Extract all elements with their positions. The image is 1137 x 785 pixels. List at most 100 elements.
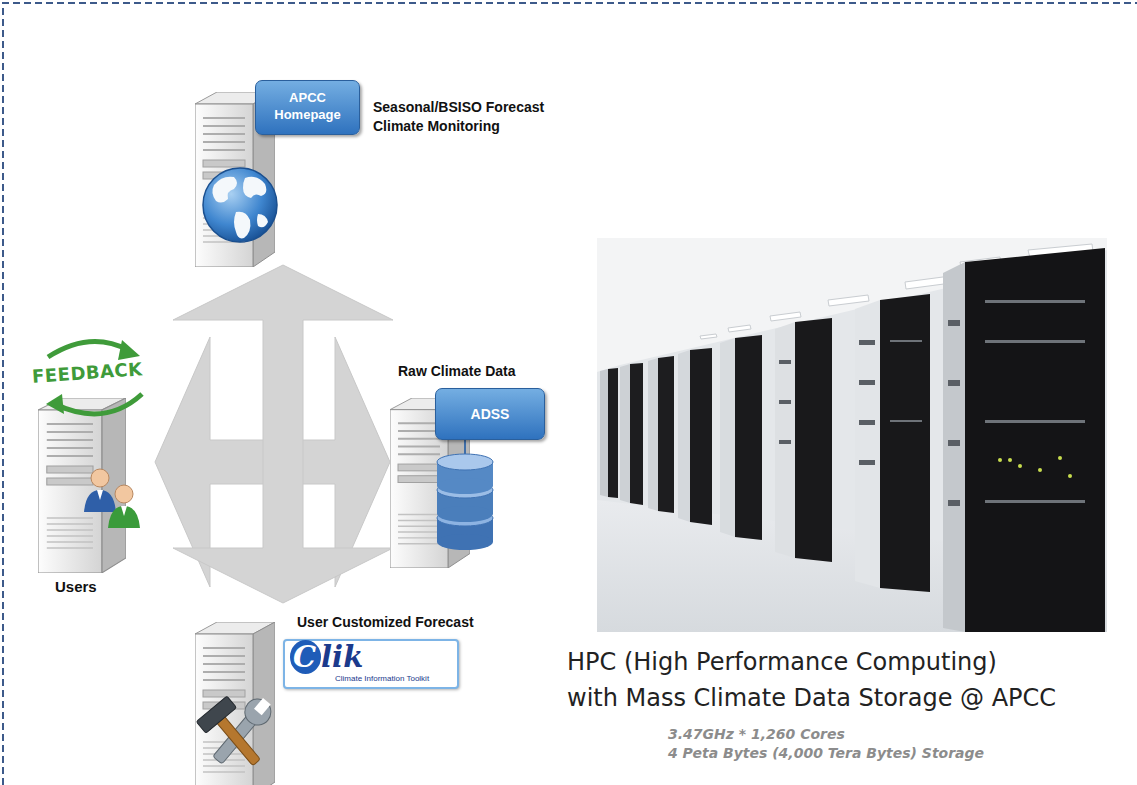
server-rack <box>855 300 880 588</box>
feedback-label: FEEDBACK <box>31 358 143 387</box>
globe-icon <box>234 212 250 239</box>
hpc-photo <box>890 300 1085 503</box>
user-icons <box>91 469 109 487</box>
hpc-photo <box>1058 456 1062 460</box>
hpc-photo <box>1038 468 1042 472</box>
tools-icon <box>196 696 272 775</box>
server-rack <box>775 322 795 558</box>
hpc-photo <box>948 380 960 386</box>
hpc-photo <box>1068 474 1072 478</box>
server-rack <box>658 356 674 513</box>
tools-icon <box>254 698 271 715</box>
server-icon <box>38 398 126 573</box>
caption-line: HPC (High Performance Computing) <box>567 648 997 676</box>
user-icons <box>84 490 116 512</box>
feedback-arrowheads <box>118 340 140 360</box>
hpc-photo <box>779 360 791 364</box>
globe-icon <box>243 177 266 198</box>
hpc-photo <box>998 458 1002 462</box>
hpc-photo <box>779 440 791 444</box>
spec-note: 4 Peta Bytes (4,000 Tera Bytes) Storage <box>668 745 984 761</box>
tools-icon <box>240 694 277 731</box>
user-icons <box>121 506 127 516</box>
database-icon <box>464 438 466 456</box>
server-icon <box>38 92 470 785</box>
server-rack <box>608 368 618 498</box>
server-rack <box>735 335 762 540</box>
server-rack <box>943 262 965 632</box>
hpc-photo <box>770 312 801 321</box>
service-caption: User Customized Forecast <box>297 613 557 632</box>
database-icon <box>437 478 493 494</box>
server-rack <box>720 338 735 537</box>
hpc-photo <box>1008 458 1012 462</box>
logo-text: Clik <box>290 642 363 673</box>
toolkit-server-node: ClikClimate Information Toolkit User Cust… <box>190 603 561 785</box>
database-icon <box>437 454 493 470</box>
hpc-photo <box>948 320 960 326</box>
spec-note: 3.47GHz * 1,260 Cores <box>668 726 845 742</box>
hpc-photo <box>779 400 791 404</box>
hpc-photo <box>998 456 1072 478</box>
server-rack <box>690 348 712 525</box>
server-rack <box>678 350 690 522</box>
hpc-photo <box>890 340 922 342</box>
server-rack <box>965 248 1105 632</box>
hpc-photo <box>1018 464 1022 468</box>
hpc-photo <box>985 300 1085 303</box>
user-icons <box>115 485 133 503</box>
server-rack <box>648 358 658 511</box>
data-server-node: Raw Climate DataADSS <box>390 362 582 570</box>
server-rack <box>795 318 832 562</box>
tools-icon <box>196 696 236 733</box>
globe-icon <box>212 177 237 203</box>
tools-icon <box>196 693 277 775</box>
hpc-photo <box>859 460 875 465</box>
hpc-photo <box>700 334 717 339</box>
web-server-node: APCC HomepageSeasonal/BSISO Forecast Cli… <box>190 78 582 265</box>
user-icons <box>108 506 140 528</box>
user-icons <box>97 490 103 500</box>
user-icons <box>84 469 140 528</box>
hpc-photo <box>859 420 875 425</box>
hpc-photo <box>948 500 960 506</box>
globe-icon <box>203 168 277 242</box>
hpc-photo <box>985 500 1085 503</box>
server-rack <box>620 364 630 503</box>
database-icon <box>437 534 493 550</box>
hpc-photo <box>597 238 1107 632</box>
hpc-photo <box>597 238 1107 632</box>
server-rack <box>600 369 608 497</box>
logo-box: ClikClimate Information Toolkit <box>283 639 459 689</box>
dashed-frame <box>3 3 1137 785</box>
hpc-photo <box>728 325 751 332</box>
server-icon <box>195 622 275 785</box>
globe-icon <box>257 214 268 227</box>
database-icon <box>437 438 493 550</box>
hpc-photo <box>828 295 869 306</box>
hpc-photo <box>779 320 960 506</box>
feedback-arrows <box>55 394 142 414</box>
hpc-photo <box>985 420 1085 423</box>
label-box: ADSS <box>435 388 545 440</box>
node-label: Users <box>55 578 97 595</box>
hpc-photo <box>859 340 875 345</box>
feedback-arrowheads <box>46 394 64 414</box>
feedback-arrows <box>48 341 128 357</box>
tools-icon <box>215 715 260 766</box>
hpc-photo <box>859 380 875 385</box>
block-arrow <box>173 265 393 603</box>
server-rack <box>600 248 1105 632</box>
caption-line: with Mass Climate Data Storage @ APCC <box>567 684 1056 712</box>
globe-icon <box>203 168 277 242</box>
label-box: APCC Homepage <box>255 80 360 135</box>
service-caption: Raw Climate Data <box>398 362 578 381</box>
hpc-photo <box>890 420 922 422</box>
hpc-photo <box>985 340 1085 343</box>
server-rack <box>630 363 643 505</box>
server-rack <box>880 294 930 592</box>
logo-subtitle: Climate Information Toolkit <box>335 674 429 683</box>
database-icon <box>437 506 493 522</box>
